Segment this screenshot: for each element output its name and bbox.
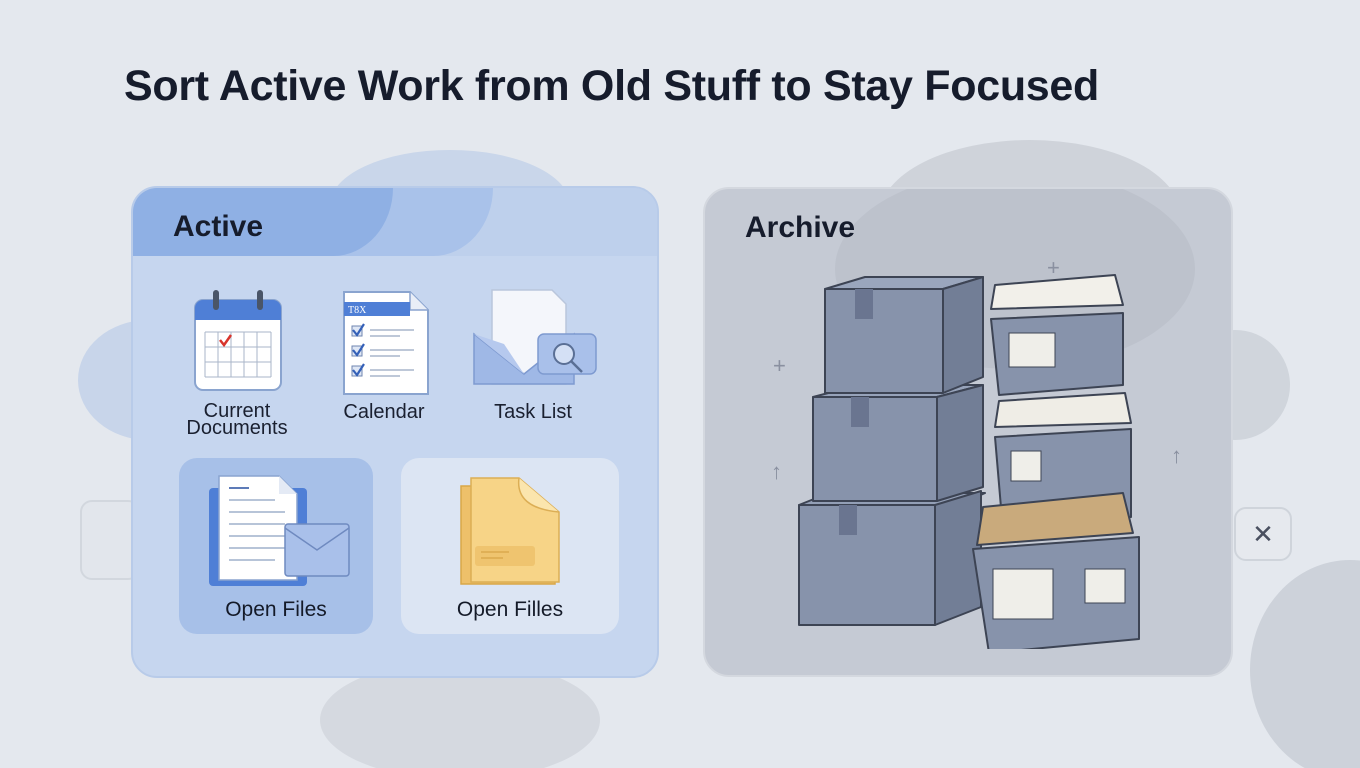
task-list-label: Task List	[494, 401, 572, 423]
svg-text:T8X: T8X	[348, 305, 367, 316]
background-cloud	[1250, 560, 1360, 768]
archive-heading: Archive	[745, 211, 856, 244]
current-documents-item[interactable]: Current Documents	[177, 288, 297, 439]
close-icon: ✕	[1252, 518, 1274, 549]
archive-panel: Archive + + ↑ ↑	[703, 187, 1233, 677]
archive-boxes-illustration	[798, 274, 1140, 649]
open-filles-tile[interactable]: Open Filles	[401, 458, 619, 634]
active-heading: Active	[173, 210, 264, 243]
plus-decoration: +	[1047, 255, 1060, 280]
yellow-folder-icon	[460, 477, 560, 585]
envelope-search-icon	[473, 289, 597, 385]
open-files-tile[interactable]: Open Files	[179, 458, 373, 634]
open-filles-label: Open Filles	[456, 598, 564, 621]
current-documents-label: Current Documents	[186, 400, 288, 439]
plus-decoration: +	[773, 353, 786, 378]
arrow-up-decoration: ↑	[1171, 443, 1182, 468]
task-checklist-icon: T8X	[343, 291, 429, 395]
close-button[interactable]: ✕	[1234, 507, 1292, 561]
document-envelope-icon	[209, 475, 350, 586]
active-header-tab	[133, 188, 393, 256]
calendar-label: Calendar	[343, 401, 425, 423]
open-files-label: Open Files	[225, 598, 327, 621]
calendar-icon	[194, 290, 282, 391]
ghost-folder-button	[80, 500, 140, 580]
calendar-item[interactable]: T8X Calendar	[319, 288, 449, 423]
arrow-up-decoration: ↑	[771, 459, 782, 484]
page-title: Sort Active Work from Old Stuff to Stay …	[124, 62, 1100, 110]
active-panel: Active Current Documents T8X	[131, 186, 659, 678]
background-cloud	[320, 660, 600, 768]
task-list-item[interactable]: Task List	[463, 288, 603, 423]
